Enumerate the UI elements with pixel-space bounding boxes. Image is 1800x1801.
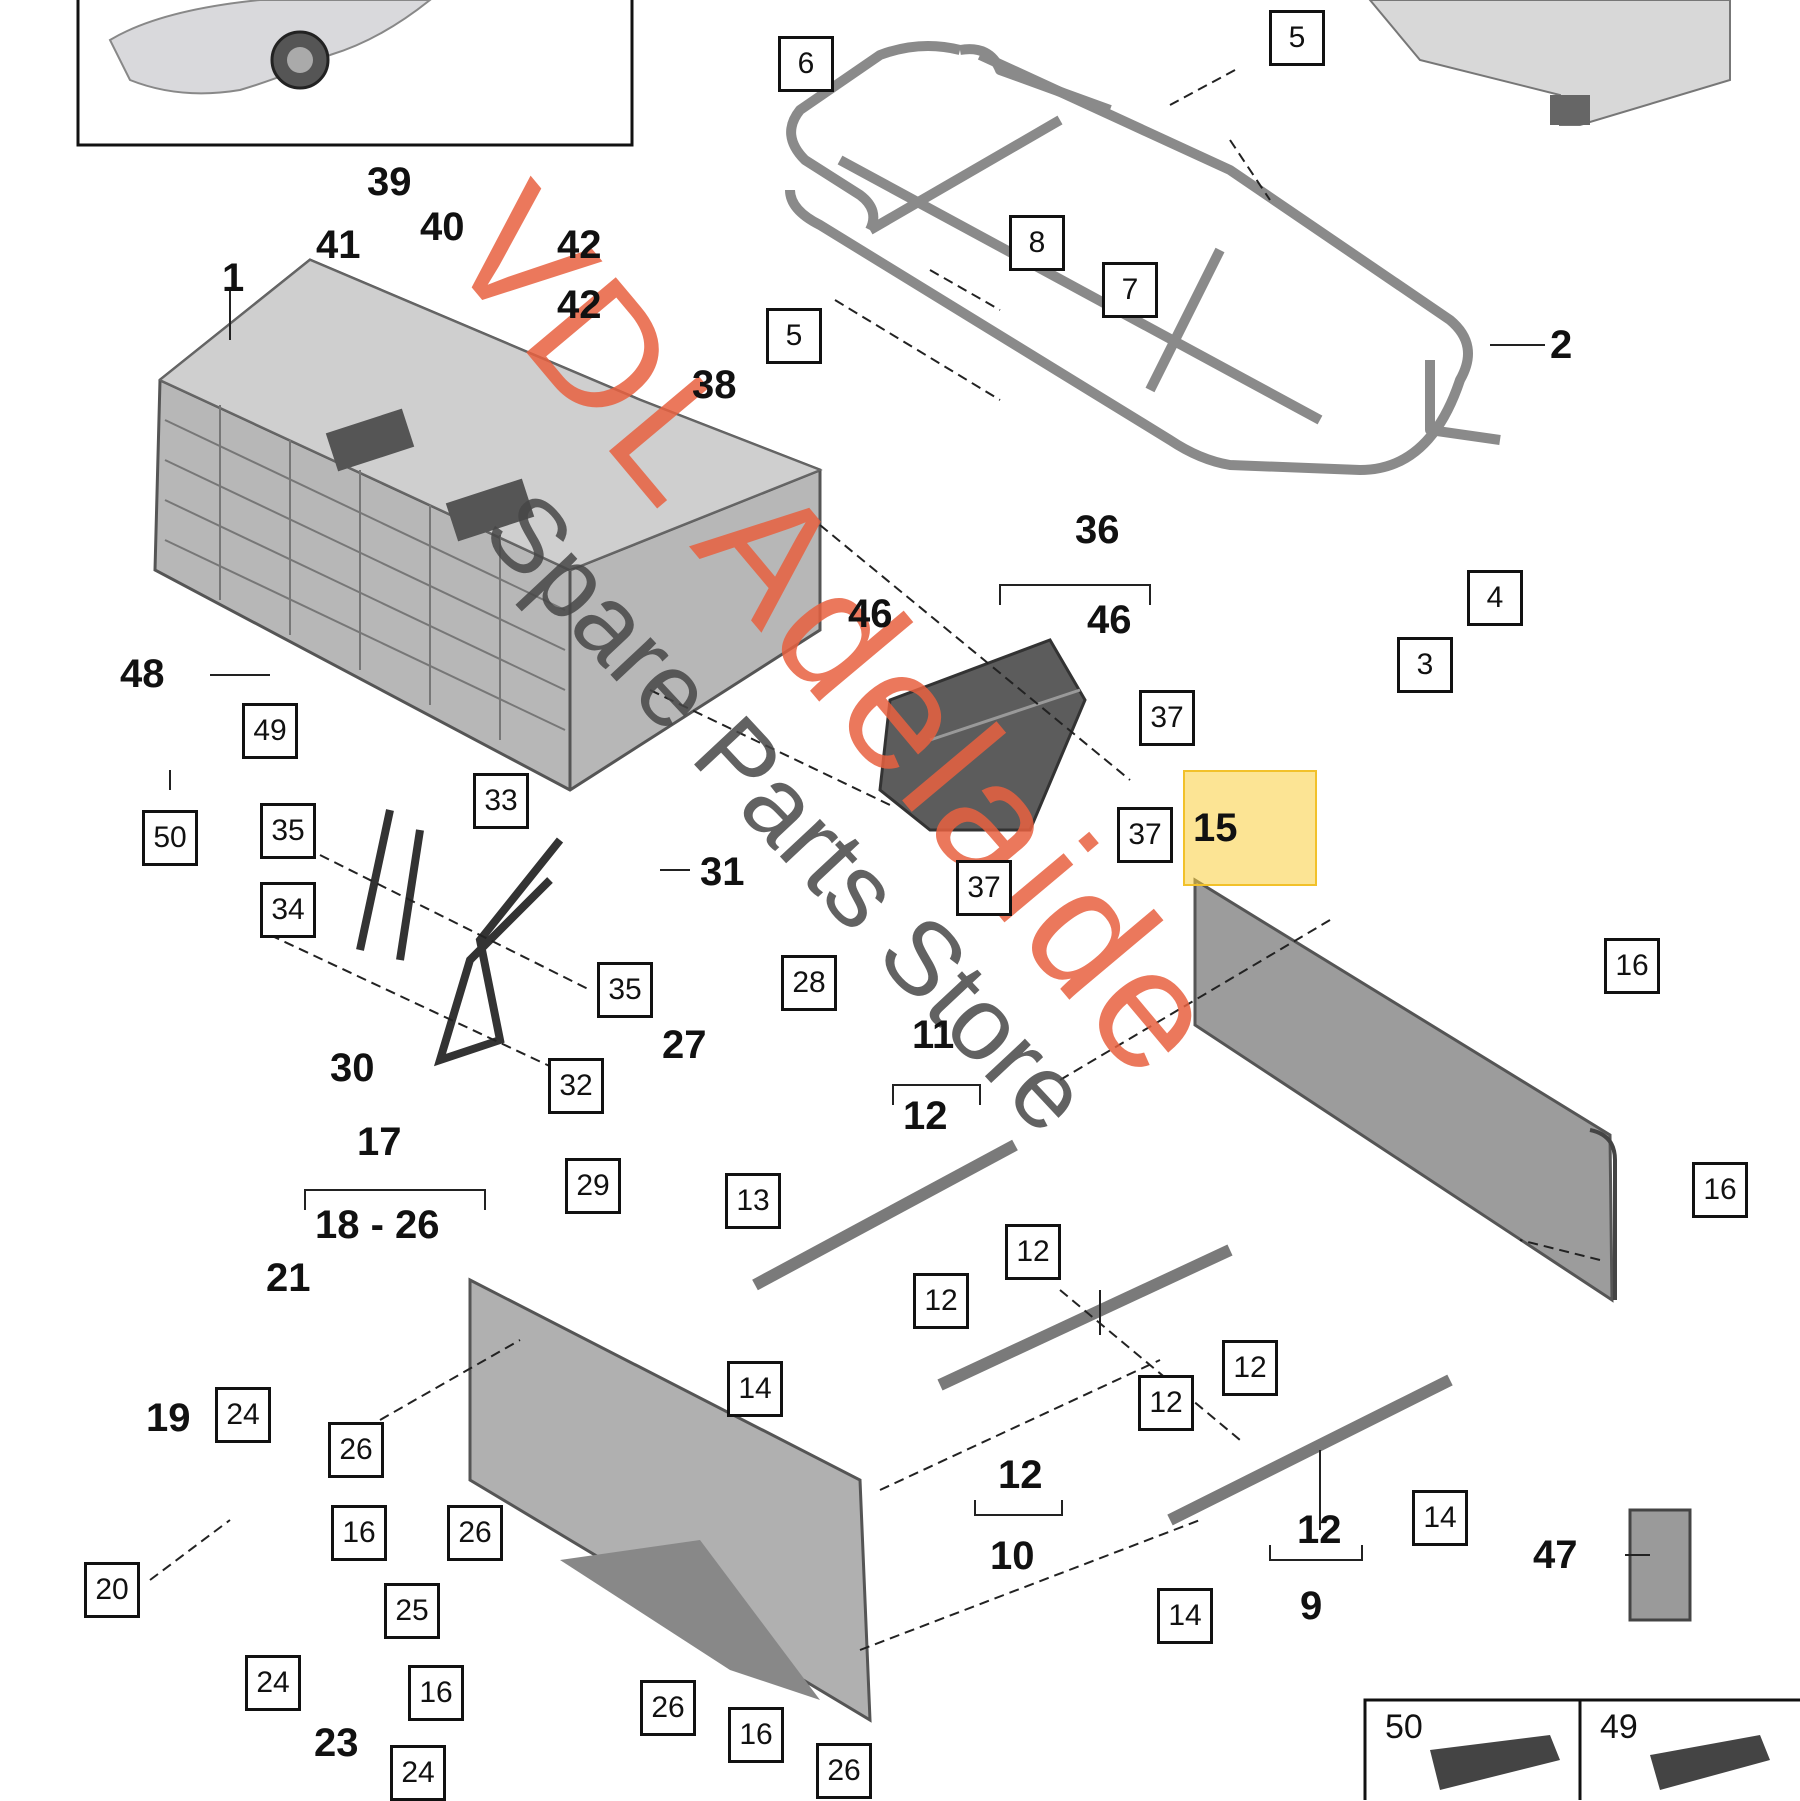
battery-module [153, 258, 823, 792]
label-30[interactable]: 30 [330, 1046, 375, 1090]
callout-14b[interactable]: 14 [1412, 1490, 1468, 1546]
label-38[interactable]: 38 [692, 363, 737, 407]
label-12b[interactable]: 12 [998, 1453, 1043, 1497]
top-right-part [1368, 0, 1731, 126]
label-48[interactable]: 48 [120, 652, 165, 696]
callout-50[interactable]: 50 [142, 810, 198, 866]
callout-35[interactable]: 35 [260, 803, 316, 859]
label-40[interactable]: 40 [420, 205, 465, 249]
callout-12c[interactable]: 12 [1222, 1340, 1278, 1396]
label-17[interactable]: 17 [357, 1120, 402, 1164]
label-12[interactable]: 12 [903, 1094, 948, 1138]
callout-4[interactable]: 4 [1467, 570, 1523, 626]
callout-12a[interactable]: 12 [1005, 1224, 1061, 1280]
callout-49[interactable]: 49 [242, 703, 298, 759]
callout-32[interactable]: 32 [548, 1058, 604, 1114]
callout-37a[interactable]: 37 [1139, 690, 1195, 746]
cooling-unit [878, 638, 1087, 832]
bolt-inset [1363, 1698, 1800, 1800]
label-47[interactable]: 47 [1533, 1533, 1578, 1577]
callout-16c[interactable]: 16 [331, 1505, 387, 1561]
label-41[interactable]: 41 [316, 223, 361, 267]
callout-16a[interactable]: 16 [1604, 938, 1660, 994]
label-46b[interactable]: 46 [848, 592, 893, 636]
label-18-26[interactable]: 18 - 26 [315, 1203, 440, 1247]
callout-3[interactable]: 3 [1397, 637, 1453, 693]
label-1[interactable]: 1 [222, 256, 245, 300]
callout-5b[interactable]: 5 [766, 308, 822, 364]
label-21[interactable]: 21 [266, 1256, 311, 1300]
callout-20[interactable]: 20 [84, 1562, 140, 1618]
inset-label-50: 50 [1385, 1708, 1423, 1746]
connector-47 [1628, 1508, 1692, 1622]
callout-13[interactable]: 13 [725, 1173, 781, 1229]
rails [752, 1139, 1453, 1526]
label-27[interactable]: 27 [662, 1023, 707, 1067]
car-inset [76, 0, 634, 147]
label-23[interactable]: 23 [314, 1721, 359, 1765]
callout-16d[interactable]: 16 [408, 1665, 464, 1721]
callout-14c[interactable]: 14 [1157, 1588, 1213, 1644]
callout-26a[interactable]: 26 [328, 1422, 384, 1478]
label-2[interactable]: 2 [1550, 323, 1573, 367]
callout-37c[interactable]: 37 [956, 860, 1012, 916]
battery-frame [785, 41, 1501, 475]
callout-35b[interactable]: 35 [597, 962, 653, 1018]
callout-24b[interactable]: 24 [245, 1655, 301, 1711]
callout-24a[interactable]: 24 [215, 1387, 271, 1443]
callout-12b[interactable]: 12 [913, 1273, 969, 1329]
callout-26b[interactable]: 26 [447, 1505, 503, 1561]
callout-37b[interactable]: 37 [1117, 807, 1173, 863]
leader-lines [149, 69, 1601, 1651]
label-11[interactable]: 11 [912, 1013, 955, 1057]
callout-14a[interactable]: 14 [727, 1361, 783, 1417]
label-9[interactable]: 9 [1300, 1584, 1323, 1628]
group-brackets [304, 584, 1363, 1561]
callout-26c[interactable]: 26 [640, 1680, 696, 1736]
callout-6[interactable]: 6 [778, 36, 834, 92]
bracket-assembly [356, 809, 564, 1067]
callout-5[interactable]: 5 [1269, 10, 1325, 66]
highlighted-part-box [1183, 770, 1317, 886]
label-31[interactable]: 31 [700, 850, 745, 894]
callout-29[interactable]: 29 [565, 1158, 621, 1214]
callout-16b[interactable]: 16 [1692, 1162, 1748, 1218]
label-15[interactable]: 15 [1193, 806, 1238, 850]
label-19[interactable]: 19 [146, 1396, 191, 1440]
label-10[interactable]: 10 [990, 1534, 1035, 1578]
callout-12d[interactable]: 12 [1138, 1375, 1194, 1431]
label-46a[interactable]: 46 [1087, 598, 1132, 642]
label-12c[interactable]: 12 [1297, 1508, 1342, 1552]
label-39[interactable]: 39 [367, 160, 412, 204]
callout-34[interactable]: 34 [260, 882, 316, 938]
label-42b[interactable]: 42 [557, 283, 602, 327]
label-36[interactable]: 36 [1075, 508, 1120, 552]
callout-25[interactable]: 25 [384, 1583, 440, 1639]
callout-7[interactable]: 7 [1102, 262, 1158, 318]
callout-24c[interactable]: 24 [390, 1745, 446, 1801]
callout-26d[interactable]: 26 [816, 1743, 872, 1799]
callout-8[interactable]: 8 [1009, 215, 1065, 271]
label-42a[interactable]: 42 [557, 223, 602, 267]
callout-28[interactable]: 28 [781, 955, 837, 1011]
panel-15 [1193, 877, 1617, 1303]
inset-label-49: 49 [1600, 1708, 1638, 1746]
panel-17 [468, 1277, 872, 1723]
callout-33[interactable]: 33 [473, 773, 529, 829]
callout-16e[interactable]: 16 [728, 1707, 784, 1763]
solid-lines [169, 290, 1650, 1556]
